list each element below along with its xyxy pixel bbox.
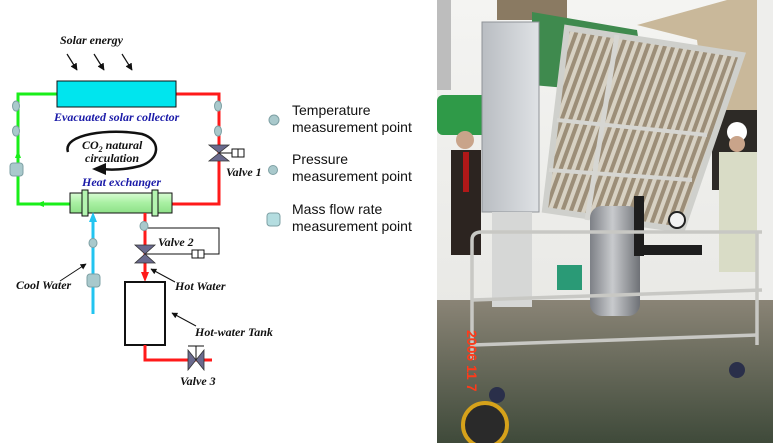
valve2-control-line xyxy=(145,227,220,255)
flow-arrow-up xyxy=(15,150,21,158)
heat-exchanger-flange xyxy=(81,189,89,217)
legend-temperature-icon xyxy=(268,114,280,126)
temperature-sensor xyxy=(88,238,98,248)
pressure-sensor xyxy=(214,125,222,137)
circulation-arrowhead xyxy=(92,163,106,175)
pressure-gauge xyxy=(668,211,686,229)
solar-collector xyxy=(56,80,177,108)
legend-pressure-icon xyxy=(268,165,278,175)
cool-water-label: Cool Water xyxy=(16,278,72,292)
equipment-cabinet xyxy=(481,21,540,213)
valve3-label: Valve 3 xyxy=(180,374,216,388)
hose-reel xyxy=(461,401,509,443)
photo-date-stamp: 2006 11 7 xyxy=(464,330,480,392)
cool-water-arrow xyxy=(89,212,97,222)
valve2-icon xyxy=(133,244,157,264)
legend-mass-flow-icon xyxy=(266,212,281,227)
legend-mass-flow-line1: Mass flow rate xyxy=(292,201,382,217)
temperature-sensor xyxy=(139,221,149,231)
mass-flow-sensor xyxy=(9,162,24,177)
system-schematic: Solar energy Evacuated solar collector C… xyxy=(9,33,412,388)
circulation-label-line1: CO2 natural xyxy=(82,138,143,154)
legend-temperature-line2: measurement point xyxy=(292,119,412,135)
test-rig-photo: 2006 11 7 xyxy=(437,0,773,443)
flow-arrow-left xyxy=(36,201,44,207)
person-left xyxy=(451,131,481,255)
solar-arrow xyxy=(66,53,78,71)
legend-temperature-line1: Temperature xyxy=(292,102,371,118)
tank-label: Hot-water Tank xyxy=(194,325,273,339)
hot-water-tank xyxy=(124,281,166,346)
circulation-arrow xyxy=(66,130,158,171)
flow-meter xyxy=(557,265,582,290)
hot-water-arrow xyxy=(141,272,149,282)
mass-flow-sensor xyxy=(86,273,101,288)
legend: Temperature measurement point Pressure m… xyxy=(266,102,412,234)
legend-pressure-line1: Pressure xyxy=(292,151,348,167)
temperature-sensor xyxy=(214,100,222,112)
tank-pointer xyxy=(171,312,197,327)
heat-exchanger-label: Heat exchanger xyxy=(81,175,161,189)
legend-mass-flow-line2: measurement point xyxy=(292,218,412,234)
heat-exchanger xyxy=(69,192,173,214)
solar-arrow xyxy=(121,53,133,71)
heat-exchanger-flange xyxy=(151,189,159,217)
hot-water-pointer xyxy=(150,268,176,283)
valve2-label: Valve 2 xyxy=(158,235,194,249)
collector-label: Evacuated solar collector xyxy=(53,110,180,124)
valve1-label: Valve 1 xyxy=(226,165,262,179)
solar-arrow xyxy=(93,53,105,71)
person-right xyxy=(719,122,757,272)
railing-frame xyxy=(470,230,763,360)
solar-energy-label: Solar energy xyxy=(60,33,124,47)
circulation-label-line2: circulation xyxy=(85,151,139,165)
temperature-sensor xyxy=(12,100,20,112)
legend-pressure-line2: measurement point xyxy=(292,168,412,184)
hot-water-label: Hot Water xyxy=(174,279,226,293)
storage-tank xyxy=(590,206,640,316)
cool-water-pointer xyxy=(59,263,87,282)
pressure-sensor xyxy=(12,125,20,137)
